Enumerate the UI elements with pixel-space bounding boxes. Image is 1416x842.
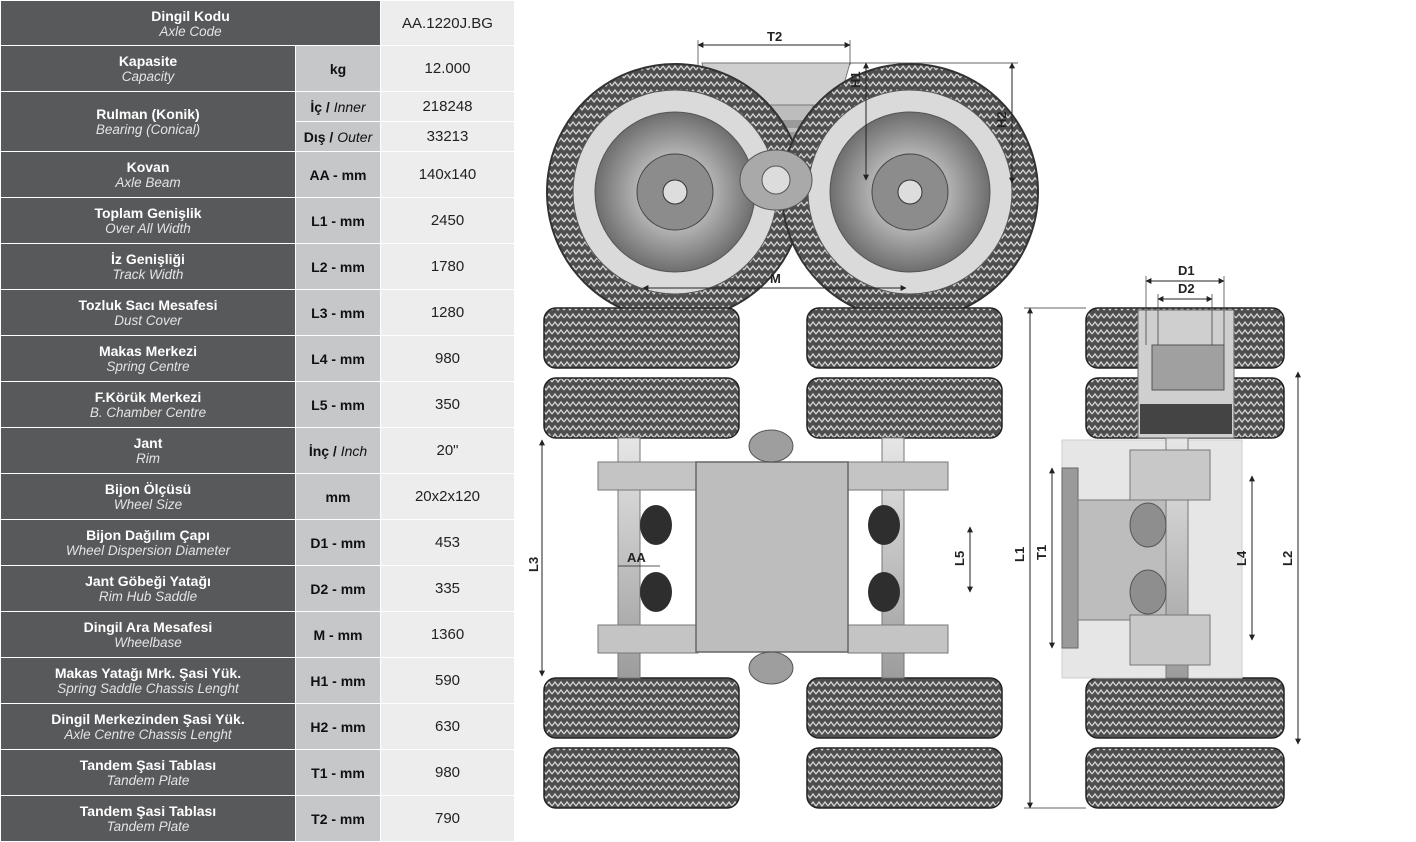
row-value: 790 [380,795,515,842]
row-unit: D1 - mm [295,519,381,566]
row-value: 590 [380,657,515,704]
row-label: Makas Yatağı Mrk. Şasi Yük.Spring Saddle… [0,657,296,704]
dim-label-l4: L4 [1234,550,1249,566]
label-tr: Dingil Kodu [151,7,230,24]
table-row: Dış / Outer 33213 [1,121,515,152]
top-view: AA L3 L5 [526,307,1003,809]
dim-label-l3: L3 [526,557,541,572]
row-value: 980 [380,335,515,382]
row-unit: M - mm [295,611,381,658]
table-row: Dingil Merkezinden Şasi Yük.Axle Centre … [0,703,515,750]
row-unit: T1 - mm [295,749,381,796]
row-unit: AA - mm [295,151,381,198]
row-value: 1780 [380,243,515,290]
row-value: 453 [380,519,515,566]
row-unit: İnç / Inch [295,427,381,474]
row-value: 335 [380,565,515,612]
row-value: 218248 [380,91,515,122]
row-value: 140x140 [380,151,515,198]
row-unit: H2 - mm [295,703,381,750]
dim-label-l1: L1 [1012,547,1027,562]
dim-label-h1: H1 [848,71,863,88]
header-row: Dingil Kodu Axle Code AA.1220J.BG [0,0,515,46]
row-unit: T2 - mm [295,795,381,842]
dim-label-t2: T2 [767,29,782,44]
dim-label-l2: L2 [1280,551,1295,566]
row-unit: kg [295,45,381,92]
row-value: 630 [380,703,515,750]
axle-technical-drawings: T2 H1 H2 M AA L3 L [526,29,1301,809]
row-unit: D2 - mm [295,565,381,612]
row-unit: L3 - mm [295,289,381,336]
front-view: D1 D2 L1 T1 L4 L2 [1012,263,1301,809]
row-unit: Dış / Outer [295,121,381,152]
dim-label-d2: D2 [1178,281,1195,296]
label-en: Axle Code [159,23,222,39]
row-value: 2450 [380,197,515,244]
row-label: Dingil Merkezinden Şasi Yük.Axle Centre … [0,703,296,750]
row-value: 1360 [380,611,515,658]
row-unit: mm [295,473,381,520]
row-value: 980 [380,749,515,796]
row-unit: L4 - mm [295,335,381,382]
row-unit: L1 - mm [295,197,381,244]
row-value: 1280 [380,289,515,336]
row-value: 350 [380,381,515,428]
row-value: 20x2x120 [380,473,515,520]
axle-code-value: AA.1220J.BG [380,0,515,46]
row-value: 20" [380,427,515,474]
row-value: 33213 [380,121,515,152]
table-row: Rulman (Konik)Bearing (Conical) İç / Inn… [0,91,515,152]
spec-table: Dingil Kodu Axle Code AA.1220J.BG Kapasi… [0,0,515,842]
dim-label-t1: T1 [1034,545,1049,560]
dim-label-l5: L5 [952,551,967,566]
row-unit: L5 - mm [295,381,381,428]
dim-label-h2: H2 [994,111,1009,128]
axle-code-label: Dingil Kodu Axle Code [0,0,381,46]
row-unit: L2 - mm [295,243,381,290]
row-unit: İç / Inner [295,91,381,122]
dim-label-aa: AA [627,550,646,565]
dim-label-d1: D1 [1178,263,1195,278]
row-unit: H1 - mm [295,657,381,704]
row-label: Rulman (Konik)Bearing (Conical) [0,91,296,152]
table-row: Makas Yatağı Mrk. Şasi Yük.Spring Saddle… [0,657,515,704]
row-value: 12.000 [380,45,515,92]
side-view: T2 H1 H2 M [546,29,1039,321]
dim-label-m: M [770,271,781,286]
